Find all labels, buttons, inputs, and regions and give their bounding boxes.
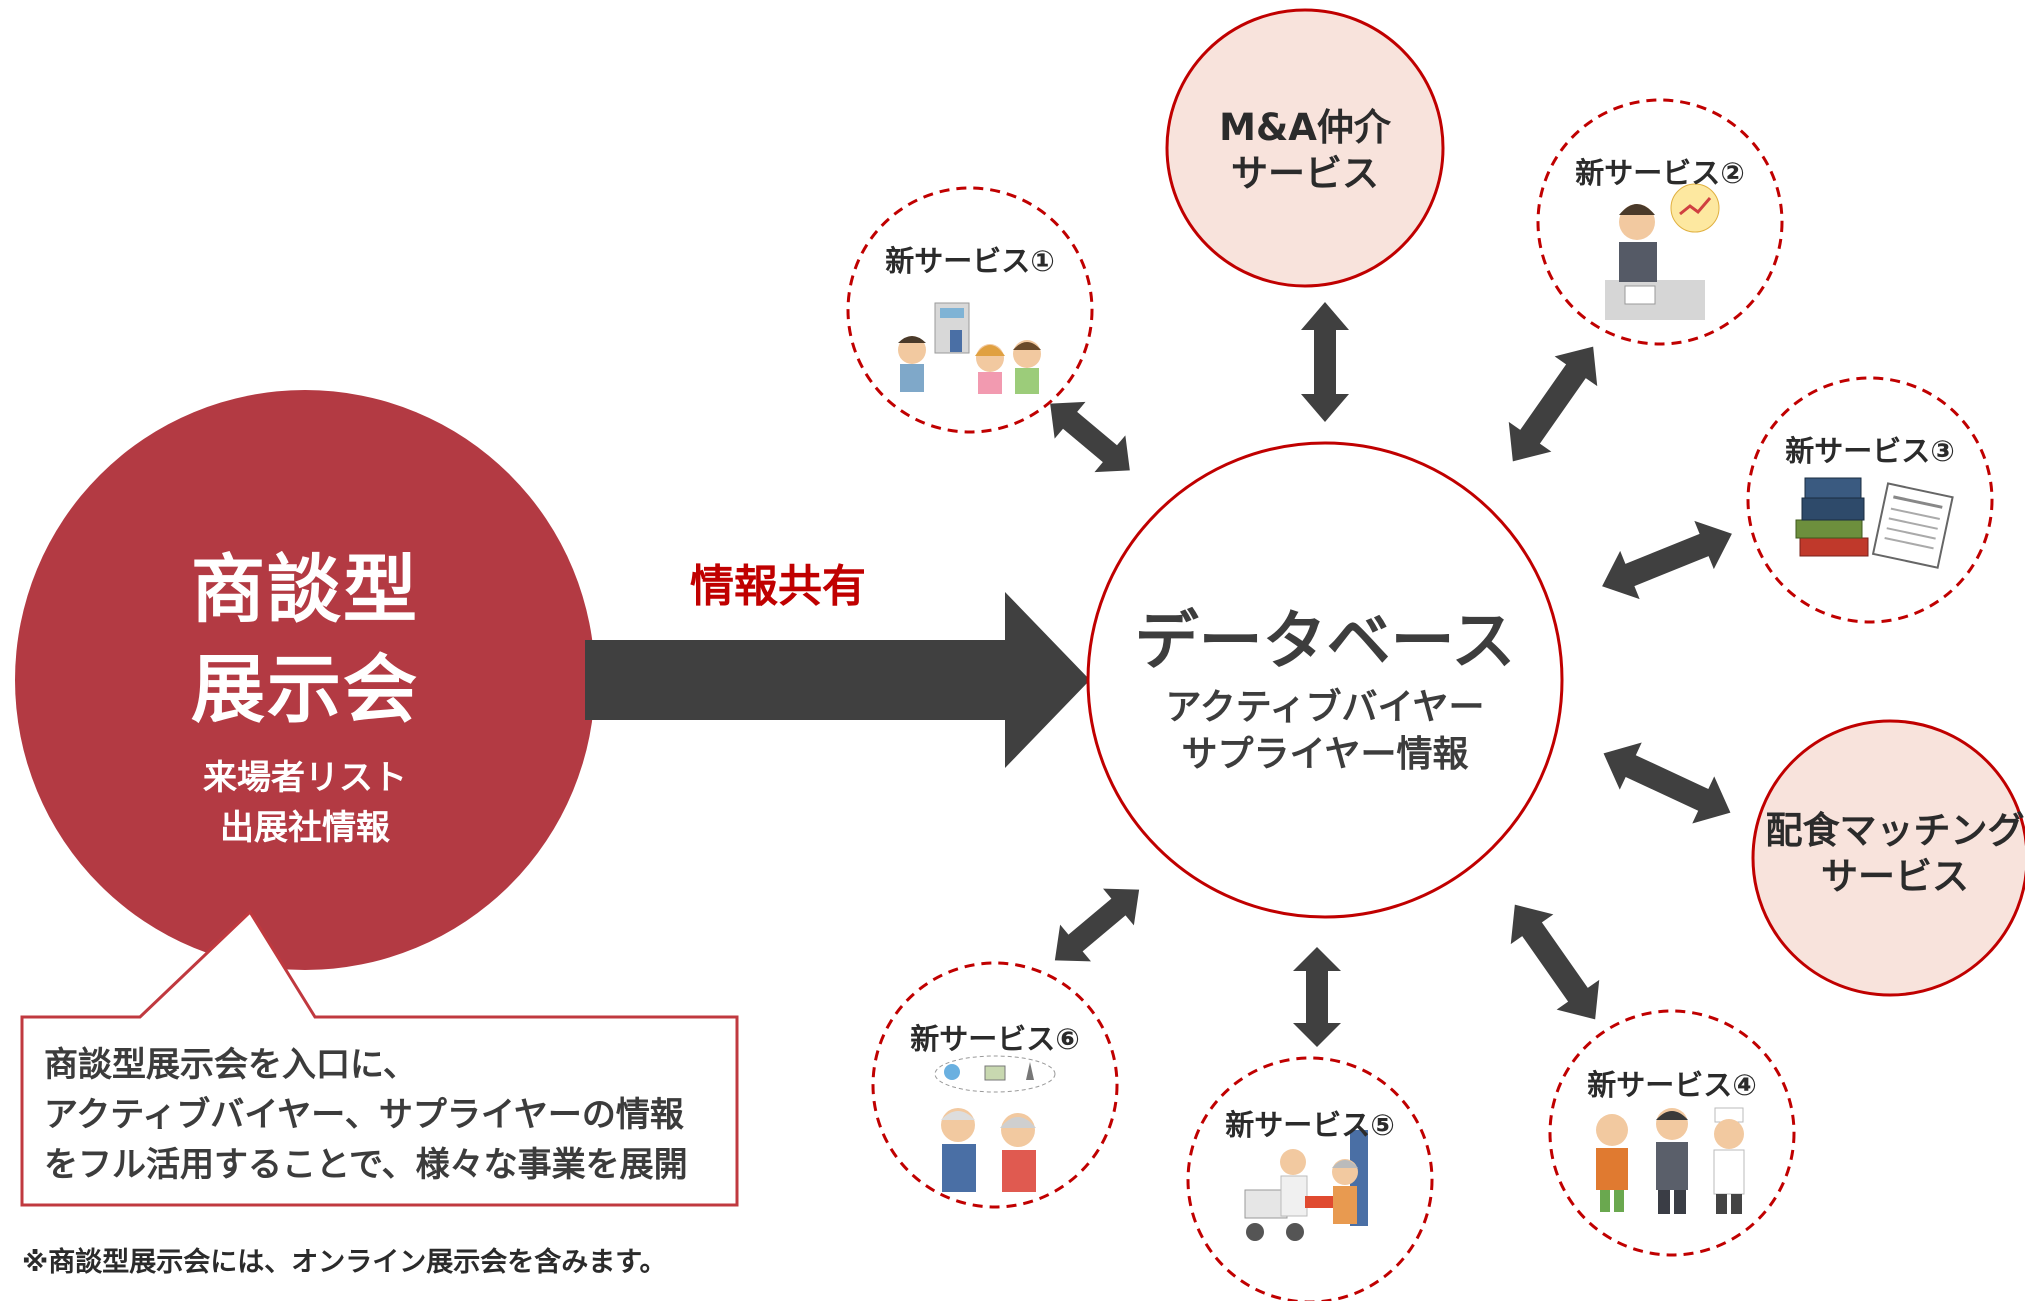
callout-line-2: アクティブバイヤー、サプライヤーの情報: [44, 1095, 684, 1135]
expo-title-2-wrap: 展示会: [25, 630, 585, 737]
share-label: 情報共有: [690, 561, 866, 612]
expo-sub-line1: 来場者リスト: [203, 758, 407, 798]
catering-service-label[interactable]: 配食マッチング サービス: [1755, 808, 2025, 901]
workers-icon: [1596, 1107, 1745, 1214]
ma-service-label[interactable]: M&A仲介 サービス: [1165, 105, 1445, 198]
expo-subtitle: 来場者リスト: [25, 750, 585, 799]
new-service-6-label[interactable]: 新サービス⑥: [910, 1022, 1080, 1056]
elderly-couple-icon: [934, 1055, 1056, 1192]
businessman-chart-icon: [1605, 183, 1720, 320]
expo-circle: [15, 390, 595, 970]
ma-service-line1: M&A仲介: [1219, 106, 1391, 149]
arrow-new2: [1508, 346, 1598, 462]
family-house-icon: [898, 302, 1041, 394]
callout-line-3: をフル活用することで、様々な事業を展開: [44, 1145, 688, 1185]
new-service-1-circle[interactable]: [846, 186, 1094, 434]
arrow-catering: [1603, 742, 1731, 824]
catering-service-line2: サービス: [1821, 855, 1969, 899]
database-sub-line2: サプライヤー情報: [1181, 734, 1469, 775]
new-service-3-circle[interactable]: [1746, 376, 1994, 624]
new-service-5-circle[interactable]: [1186, 1056, 1434, 1301]
new-service-4-label[interactable]: 新サービス④: [1587, 1068, 1757, 1102]
new-service-2-circle[interactable]: [1536, 98, 1784, 346]
ma-service-circle[interactable]: [1165, 8, 1445, 288]
new-service-5-label[interactable]: 新サービス⑤: [1225, 1108, 1395, 1142]
expo-sub-line2: 出展社情報: [220, 808, 390, 848]
footnote: ※商談型展示会には、オンライン展示会を含みます。: [22, 1247, 667, 1278]
share-arrow: [585, 592, 1090, 768]
arrow-new5: [1293, 947, 1341, 1047]
delivery-icon: [1244, 1130, 1368, 1241]
arrow-new6: [1054, 888, 1140, 962]
database-circle: [1086, 441, 1564, 919]
callout-box: [20, 909, 739, 1207]
database-sub-line1: アクティブバイヤー: [1165, 687, 1485, 728]
new-service-2-label[interactable]: 新サービス②: [1575, 156, 1745, 190]
expo-title-line2: 展示会: [191, 647, 419, 733]
arrow-new3: [1602, 520, 1732, 600]
arrow-new1: [1050, 401, 1130, 473]
callout-line-1: 商談型展示会を入口に、: [44, 1045, 417, 1085]
expo-title-line1: 商談型: [191, 547, 419, 633]
catering-service-circle[interactable]: [1751, 719, 2025, 997]
ma-service-line2: サービス: [1231, 152, 1379, 196]
expo-title: 商談型: [25, 530, 585, 637]
books-newspaper-icon: [1795, 477, 1954, 569]
catering-service-line1: 配食マッチング: [1765, 809, 2025, 852]
new-service-3-label[interactable]: 新サービス③: [1785, 434, 1955, 468]
expo-subtitle-2: 出展社情報: [25, 800, 585, 849]
arrow-ma: [1301, 302, 1349, 422]
database-title: データベース: [1134, 605, 1516, 679]
arrow-new4: [1510, 904, 1600, 1020]
callout-text: 商談型展示会を入口に、 アクティブバイヤー、サプライヤーの情報 をフル活用するこ…: [44, 1040, 688, 1190]
new-service-1-label[interactable]: 新サービス①: [885, 244, 1055, 278]
